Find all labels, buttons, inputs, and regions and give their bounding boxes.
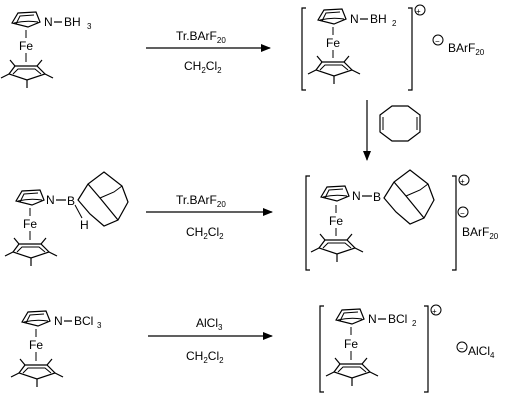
charge-circle — [458, 174, 470, 186]
reactant-2-structure: N B H Fe — [4, 171, 129, 267]
cp-star-ring — [4, 237, 58, 267]
reagent-3: AlCl3 — [196, 316, 223, 332]
product-3-structure: N BCl 2 Fe + − AlCl4 — [319, 304, 495, 393]
borane-subscript: 3 — [87, 22, 92, 31]
bracket-right — [408, 7, 413, 91]
reactant-1-structure: N BH 3 Fe — [0, 11, 92, 89]
pyrrolyl-ring — [11, 11, 41, 28]
reactant-3-structure: N BCl 3 Fe — [10, 310, 102, 388]
bbn-cage — [383, 169, 435, 225]
nitrogen-label: N — [352, 189, 361, 203]
iron-label: Fe — [344, 337, 358, 351]
nitrogen-label: N — [46, 193, 55, 207]
bracket-right — [424, 305, 429, 393]
bracket-left — [319, 305, 324, 393]
cp-star-ring — [310, 233, 364, 263]
nitrogen-label: N — [54, 314, 63, 328]
anion-label: BArF20 — [448, 41, 485, 57]
hydride-label: H — [80, 218, 89, 232]
reaction-1: N BH 3 Fe Tr.BArF20 CH2Cl2 N BH 2 Fe — [0, 4, 485, 91]
cation-charge: + — [432, 307, 437, 316]
anion-charge: − — [435, 37, 440, 46]
anion-charge: − — [459, 344, 464, 353]
pyrrolyl-ring — [15, 189, 45, 206]
borane-subscript: 3 — [97, 321, 102, 330]
borane-label: BCl — [74, 314, 93, 328]
bracket-left — [301, 7, 306, 91]
cyclooctadiene-structure — [379, 105, 421, 142]
iron-label: Fe — [23, 217, 37, 231]
iron-label: Fe — [326, 36, 340, 50]
pyrrolyl-ring — [335, 308, 365, 325]
product-1-structure: N BH 2 Fe + − BArF20 — [301, 4, 485, 91]
bracket-right — [452, 175, 457, 271]
charge-circle — [432, 34, 444, 46]
reagent-1: Tr.BArF20 — [176, 29, 226, 45]
nitrogen-label: N — [350, 12, 359, 26]
charge-circle — [457, 206, 469, 218]
solvent-2: CH2Cl2 — [186, 225, 224, 241]
cation-charge: + — [416, 7, 421, 16]
anion-label: AlCl4 — [468, 344, 495, 360]
charge-circle — [414, 4, 426, 16]
product-2-structure: N B Fe + − BArF20 — [305, 169, 499, 271]
reaction-2: N B H Fe Tr.BArF20 CH2Cl2 N B Fe — [4, 169, 499, 271]
charge-circle — [456, 341, 468, 353]
pyrrolyl-ring — [320, 185, 350, 202]
reaction-3: N BCl 3 Fe AlCl3 CH2Cl2 N BCl 2 Fe — [10, 304, 495, 393]
nitrogen-label: N — [44, 15, 53, 29]
borenium-subscript: 2 — [412, 319, 417, 328]
nitrogen-label: N — [368, 312, 377, 326]
charge-circle — [430, 304, 442, 316]
borenium-label: BCl — [388, 312, 407, 326]
borane-label: BH — [64, 15, 81, 29]
cp-star-ring — [0, 59, 54, 89]
anion-charge: − — [460, 209, 465, 218]
iron-label: Fe — [19, 39, 33, 53]
solvent-1: CH2Cl2 — [184, 59, 222, 75]
boron-label: B — [67, 194, 75, 208]
cp-star-ring — [10, 358, 64, 388]
iron-label: Fe — [329, 214, 343, 228]
borenium-label: BH — [370, 12, 387, 26]
borenium-subscript: 2 — [392, 19, 397, 28]
bracket-left — [305, 175, 310, 271]
iron-label: Fe — [29, 338, 43, 352]
solvent-3: CH2Cl2 — [186, 349, 224, 365]
pyrrolyl-ring — [21, 310, 51, 327]
cp-star-ring — [307, 55, 361, 85]
pyrrolyl-ring — [317, 8, 347, 25]
cp-star-ring — [325, 357, 379, 387]
reagent-2: Tr.BArF20 — [176, 193, 226, 209]
cation-charge: + — [460, 177, 465, 186]
anion-label: BArF20 — [462, 225, 499, 241]
boron-label: B — [373, 190, 381, 204]
cod-addition — [363, 100, 421, 161]
